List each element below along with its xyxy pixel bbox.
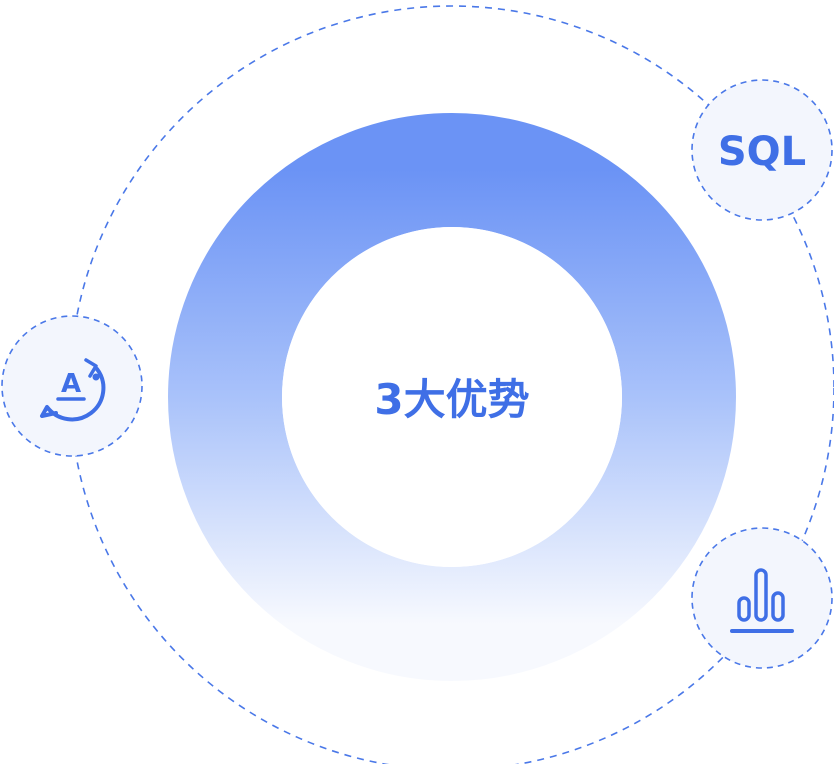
chart-node[interactable]	[691, 527, 833, 669]
inner-disc	[282, 227, 622, 567]
chart-node-circle	[691, 527, 833, 669]
bar-chart-icon	[730, 568, 794, 633]
language-glyph: A	[61, 369, 81, 399]
translate-node[interactable]: A	[1, 315, 143, 457]
sql-icon: SQL	[718, 129, 806, 175]
language-icon: A	[40, 358, 106, 422]
sql-node-circle	[691, 79, 833, 221]
center-title: 3大优势	[374, 375, 529, 424]
translate-node-circle	[1, 315, 143, 457]
sql-node[interactable]: SQL	[691, 79, 833, 221]
gradient-ring	[168, 113, 736, 681]
